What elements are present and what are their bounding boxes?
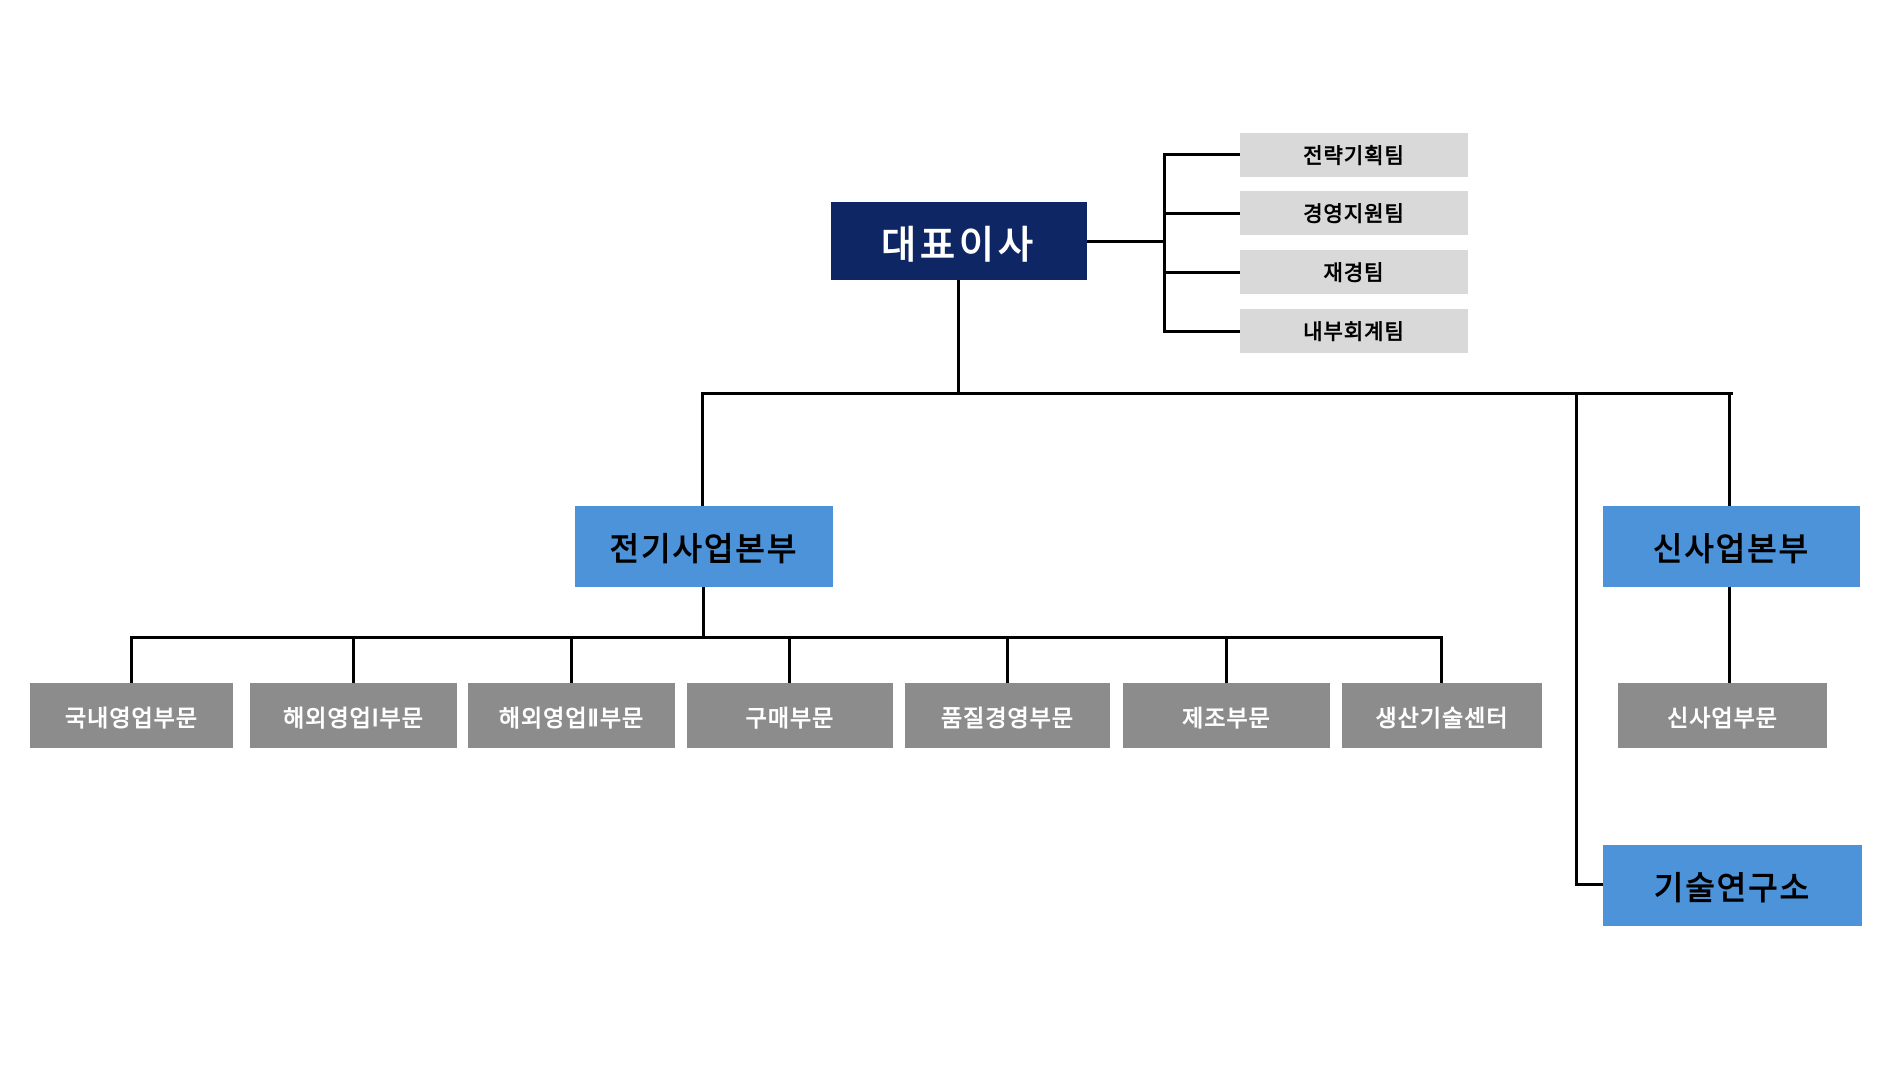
node-new-business-division: 신사업본부 (1603, 506, 1860, 587)
node-ceo: 대표이사 (831, 202, 1087, 280)
node-unit-overseas-sales-1: 해외영업Ⅰ부문 (250, 683, 457, 748)
node-staff-finance: 재경팀 (1240, 250, 1468, 294)
node-unit-overseas-sales-2: 해외영업Ⅱ부문 (468, 683, 675, 748)
node-staff-internal-accounting: 내부회계팀 (1240, 309, 1468, 353)
connector-electric-drop (701, 392, 704, 508)
node-staff-management-support: 경영지원팀 (1240, 191, 1468, 235)
node-research-institute: 기술연구소 (1603, 845, 1862, 926)
connector-electric-sub-drop (702, 587, 705, 638)
connector-research-elbow (1575, 883, 1605, 886)
connector-electric-sub-trunk (130, 636, 1443, 639)
connector-main-trunk (701, 392, 1733, 395)
node-unit-production-technology-center: 생산기술센터 (1342, 683, 1542, 748)
node-electric-business-division: 전기사업본부 (575, 506, 833, 587)
connector-staff-stub-4 (1163, 330, 1241, 333)
connector-staff-stub-3 (1163, 271, 1241, 274)
node-unit-new-business: 신사업부문 (1618, 683, 1827, 748)
connector-unit-stub-3 (570, 637, 573, 684)
connector-unit-stub-7 (1440, 637, 1443, 684)
node-unit-manufacturing: 제조부문 (1123, 683, 1330, 748)
connector-unit-stub-4 (788, 637, 791, 684)
node-unit-purchasing: 구매부문 (687, 683, 893, 748)
connector-staff-stub-1 (1163, 153, 1241, 156)
node-unit-domestic-sales: 국내영업부문 (30, 683, 233, 748)
node-staff-strategic-planning: 전략기획팀 (1240, 133, 1468, 177)
connector-staff-trunk (1163, 153, 1166, 333)
node-unit-quality-management: 품질경영부문 (905, 683, 1110, 748)
connector-ceo-drop (957, 280, 960, 394)
connector-staff-stub-2 (1163, 212, 1241, 215)
connector-research-drop (1575, 392, 1578, 886)
connector-unit-stub-1 (130, 637, 133, 684)
connector-ceo-staff (1087, 240, 1166, 243)
connector-unit-stub-6 (1225, 637, 1228, 684)
connector-unit-stub-5 (1006, 637, 1009, 684)
connector-unit-stub-2 (352, 637, 355, 684)
